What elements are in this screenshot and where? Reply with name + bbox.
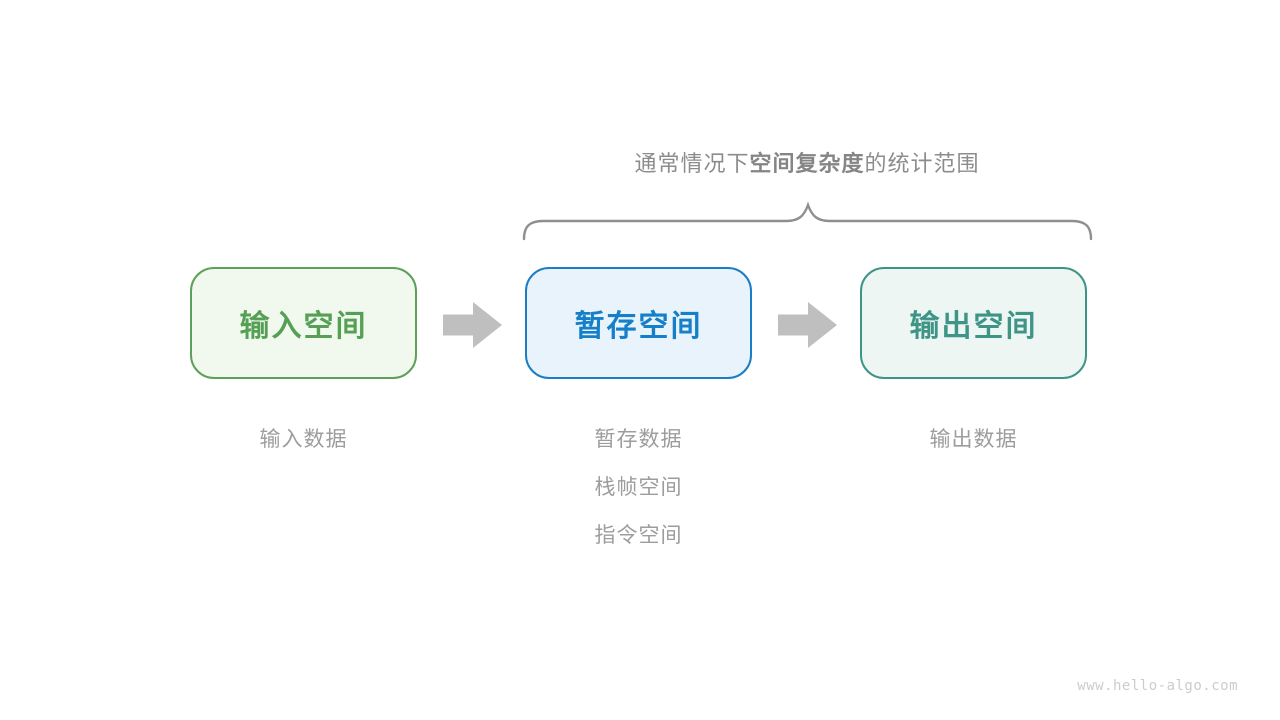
sublabel-instruction-space: 指令空间	[594, 523, 683, 547]
output-space-sublabels: 输出数据	[860, 424, 1087, 472]
scope-annotation-title: 通常情况下空间复杂度的统计范围	[523, 146, 1091, 178]
arrow-right-icon	[443, 302, 502, 348]
input-space-label: 输入空间	[239, 309, 368, 344]
scope-title-suffix: 的统计范围	[864, 152, 980, 177]
sublabel-output-data: 输出数据	[929, 427, 1018, 451]
sublabel-buffer-data: 暂存数据	[594, 427, 683, 451]
curly-brace	[522, 201, 1093, 241]
arrow-right-icon	[778, 302, 837, 348]
sublabel-input-data: 输入数据	[259, 427, 348, 451]
watermark: www.hello-algo.com	[1077, 678, 1238, 694]
output-space-box: 输出空间	[860, 267, 1087, 379]
buffer-space-box: 暂存空间	[525, 267, 752, 379]
sublabel-stack-frame-space: 栈帧空间	[594, 475, 683, 499]
scope-title-prefix: 通常情况下	[634, 152, 750, 177]
scope-title-keyword: 空间复杂度	[749, 152, 865, 177]
input-space-sublabels: 输入数据	[190, 424, 417, 472]
buffer-space-label: 暂存空间	[574, 309, 703, 344]
output-space-label: 输出空间	[909, 309, 1038, 344]
buffer-space-sublabels: 暂存数据 栈帧空间 指令空间	[525, 424, 752, 568]
input-space-box: 输入空间	[190, 267, 417, 379]
